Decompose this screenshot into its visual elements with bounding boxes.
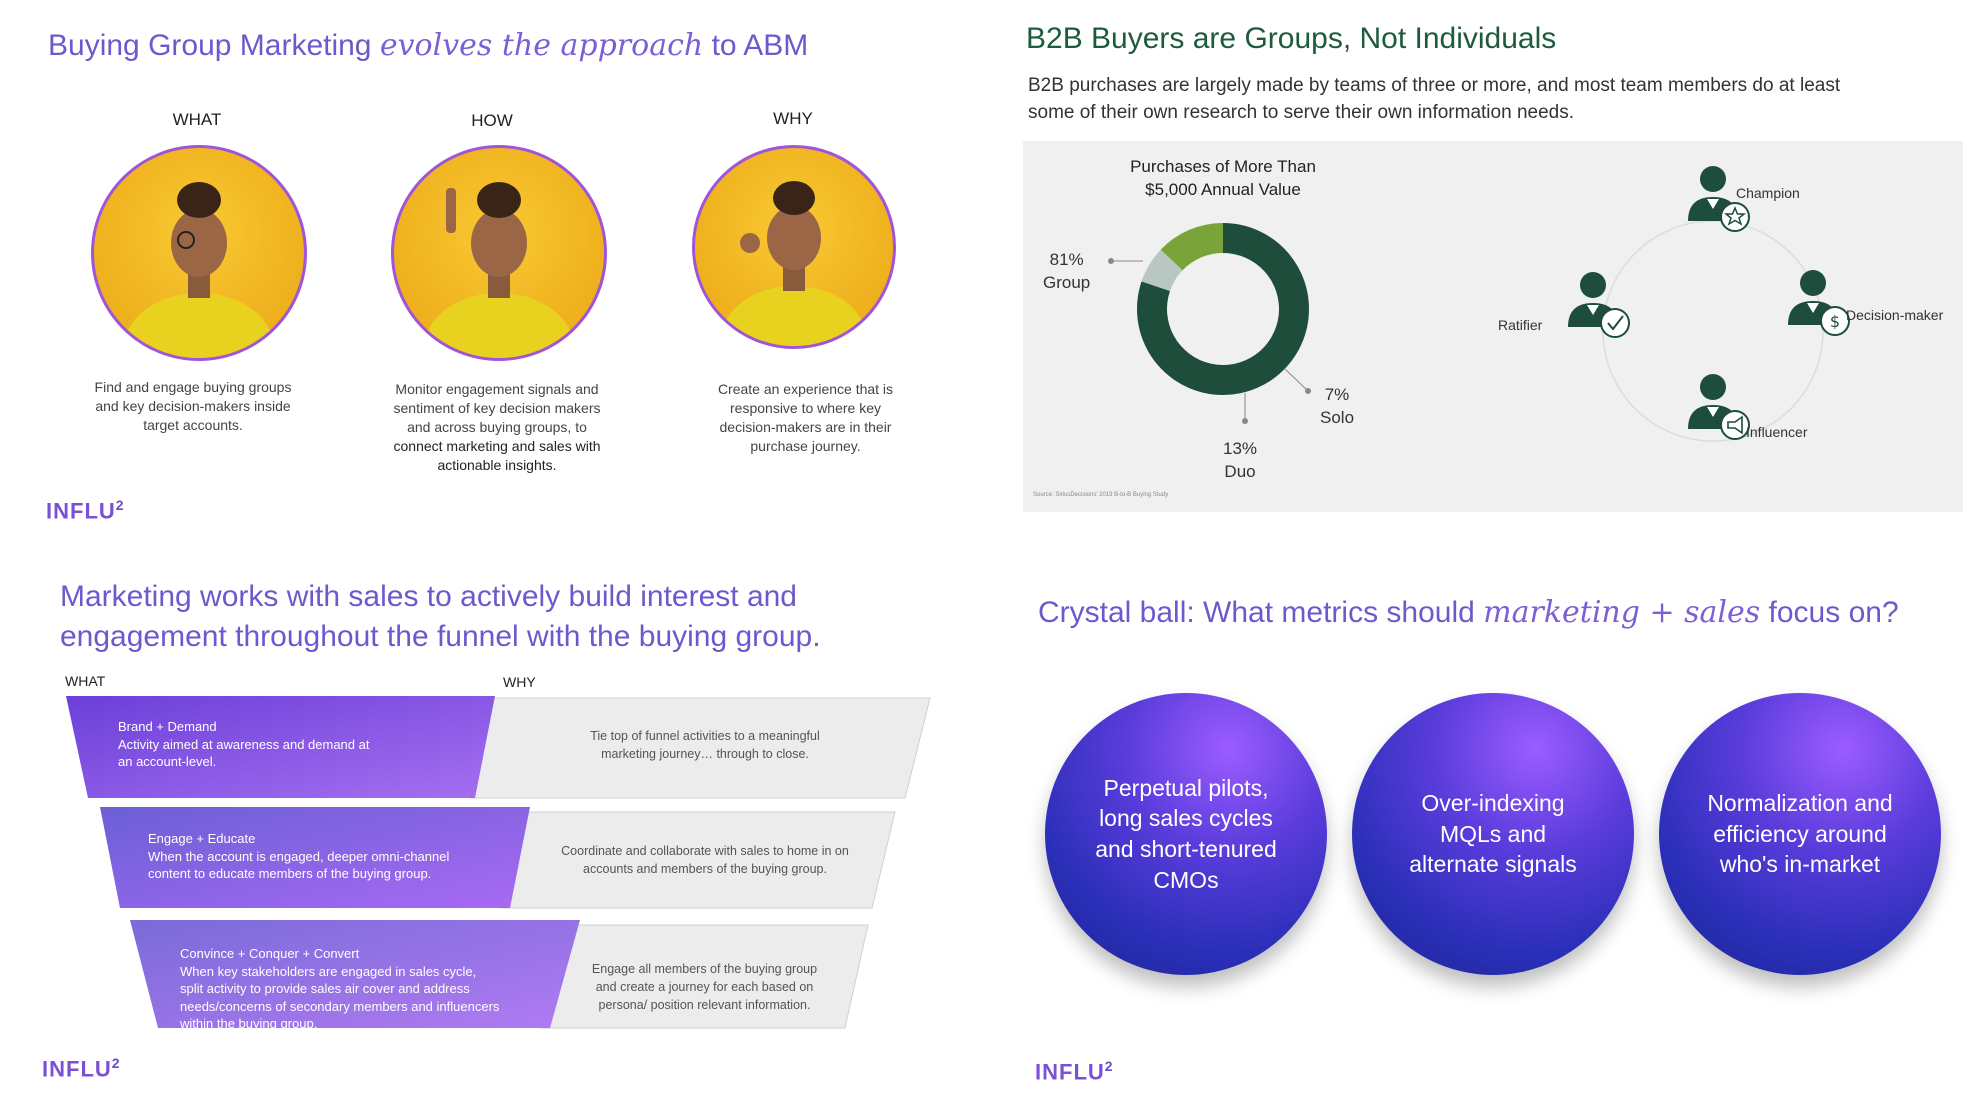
row3-body: When key stakeholders are engaged in sal…	[180, 963, 500, 1032]
row3-why: Engage all members of the buying group a…	[591, 962, 818, 1013]
p4-title-script: marketing + sales	[1483, 595, 1761, 630]
role-ratifier: Ratifier	[1498, 317, 1543, 333]
title-plain: Buying Group Marketing	[48, 29, 372, 62]
col-head-how: HOW	[471, 111, 513, 130]
donut-chart	[1137, 223, 1309, 395]
caption-why: Create an experience that is responsive …	[717, 381, 894, 454]
donut-slice-duo	[1160, 223, 1223, 271]
p4-title-end: focus on?	[1768, 596, 1899, 629]
panel-funnel: Marketing works with sales to actively b…	[0, 550, 990, 1106]
ball2-text: Over-indexing MQLs and alternate signals	[1409, 790, 1577, 878]
why-label: WHY	[503, 674, 536, 690]
leader-lines	[1108, 258, 1311, 424]
donut-slice-group	[1137, 223, 1309, 395]
person-champion	[1683, 163, 1753, 238]
label-group-value: 81%	[1049, 250, 1084, 269]
photo-how	[391, 145, 607, 361]
ball-over-indexing: Over-indexing MQLs and alternate signals	[1352, 693, 1634, 975]
panel4-title: Crystal ball: What metrics should market…	[1038, 595, 1899, 630]
row1-head: Brand + Demand	[118, 719, 217, 734]
row3-text: Convince + Conquer + Convert When key st…	[180, 945, 500, 1033]
col-head-what: WHAT	[172, 110, 222, 129]
influ2-logo: INFLU2	[46, 497, 125, 524]
label-solo-value: 7%	[1324, 385, 1350, 404]
ball3-text: Normalization and efficiency around who'…	[1707, 790, 1893, 878]
influ2-logo-4: INFLU2	[1035, 1058, 1114, 1085]
title-script: evolves the approach	[379, 28, 704, 63]
label-solo-name: Solo	[1320, 407, 1355, 427]
title-end: to ABM	[711, 29, 809, 62]
panel-b2b-buyers: B2B Buyers are Groups, Not Individuals B…	[1000, 0, 1983, 540]
row3-head: Convince + Conquer + Convert	[180, 946, 360, 961]
svg-text:$: $	[1830, 312, 1840, 331]
row2-why: Coordinate and collaborate with sales to…	[561, 844, 849, 877]
person-influencer	[1683, 371, 1753, 446]
panel-crystal-ball: Crystal ball: What metrics should market…	[1000, 550, 1983, 1106]
role-decision-maker: Decision-maker	[1846, 307, 1944, 323]
row2-text: Engage + Educate When the account is eng…	[148, 830, 488, 883]
photo-why	[692, 145, 896, 349]
chart-title: Purchases of More Than $5,000 Annual Val…	[1130, 157, 1316, 199]
row2-body: When the account is engaged, deeper omni…	[148, 848, 450, 882]
influ2-logo-3: INFLU2	[42, 1055, 121, 1082]
person-decision-maker: $	[1783, 267, 1853, 342]
row1-why: Tie top of funnel activities to a meanin…	[590, 729, 820, 762]
panel1-title: Buying Group Marketing evolves the appro…	[48, 28, 808, 63]
chart-source: Source: SiriusDecisions' 2019 B-to-B Buy…	[1033, 492, 1169, 498]
caption-how: Monitor engagement signals and sentiment…	[393, 381, 601, 473]
chart-box: Purchases of More Than $5,000 Annual Val…	[1023, 141, 1963, 512]
row2-head: Engage + Educate	[148, 831, 256, 846]
panel-buying-group: Buying Group Marketing evolves the appro…	[0, 0, 990, 540]
role-champion: Champion	[1736, 185, 1800, 201]
label-group: 81% Group	[1043, 249, 1090, 295]
role-influencer: Influencer	[1746, 424, 1808, 440]
funnel-shapes	[66, 696, 931, 1029]
photo-what	[91, 145, 307, 361]
panel2-subtitle: B2B purchases are largely made by teams …	[1028, 75, 1841, 123]
caption-what: Find and engage buying groups and key de…	[94, 379, 292, 433]
label-duo: 13% Duo	[1223, 438, 1257, 484]
ball-perpetual-pilots: Perpetual pilots, long sales cycles and …	[1045, 693, 1327, 975]
panel2-title: B2B Buyers are Groups, Not Individuals	[1026, 22, 1557, 55]
donut-slice-solo	[1141, 249, 1183, 292]
col-head-why: WHY	[773, 109, 813, 128]
label-group-name: Group	[1043, 272, 1091, 292]
person-ratifier	[1563, 269, 1633, 344]
p4-title-plain: Crystal ball: What metrics should	[1038, 596, 1475, 629]
what-label: WHAT	[65, 673, 106, 689]
caption-how-bold: connect marketing and sales with actiona…	[393, 437, 601, 473]
panel3-title: Marketing works with sales to actively b…	[60, 580, 821, 653]
ball-normalization: Normalization and efficiency around who'…	[1659, 693, 1941, 975]
row1-body: Activity aimed at awareness and demand a…	[118, 736, 370, 770]
label-solo: 7% Solo	[1320, 384, 1354, 430]
row1-text: Brand + Demand Activity aimed at awarene…	[118, 718, 378, 771]
label-duo-name: Duo	[1224, 461, 1256, 481]
ball1-text: Perpetual pilots, long sales cycles and …	[1095, 774, 1277, 893]
label-duo-value: 13%	[1223, 439, 1258, 458]
